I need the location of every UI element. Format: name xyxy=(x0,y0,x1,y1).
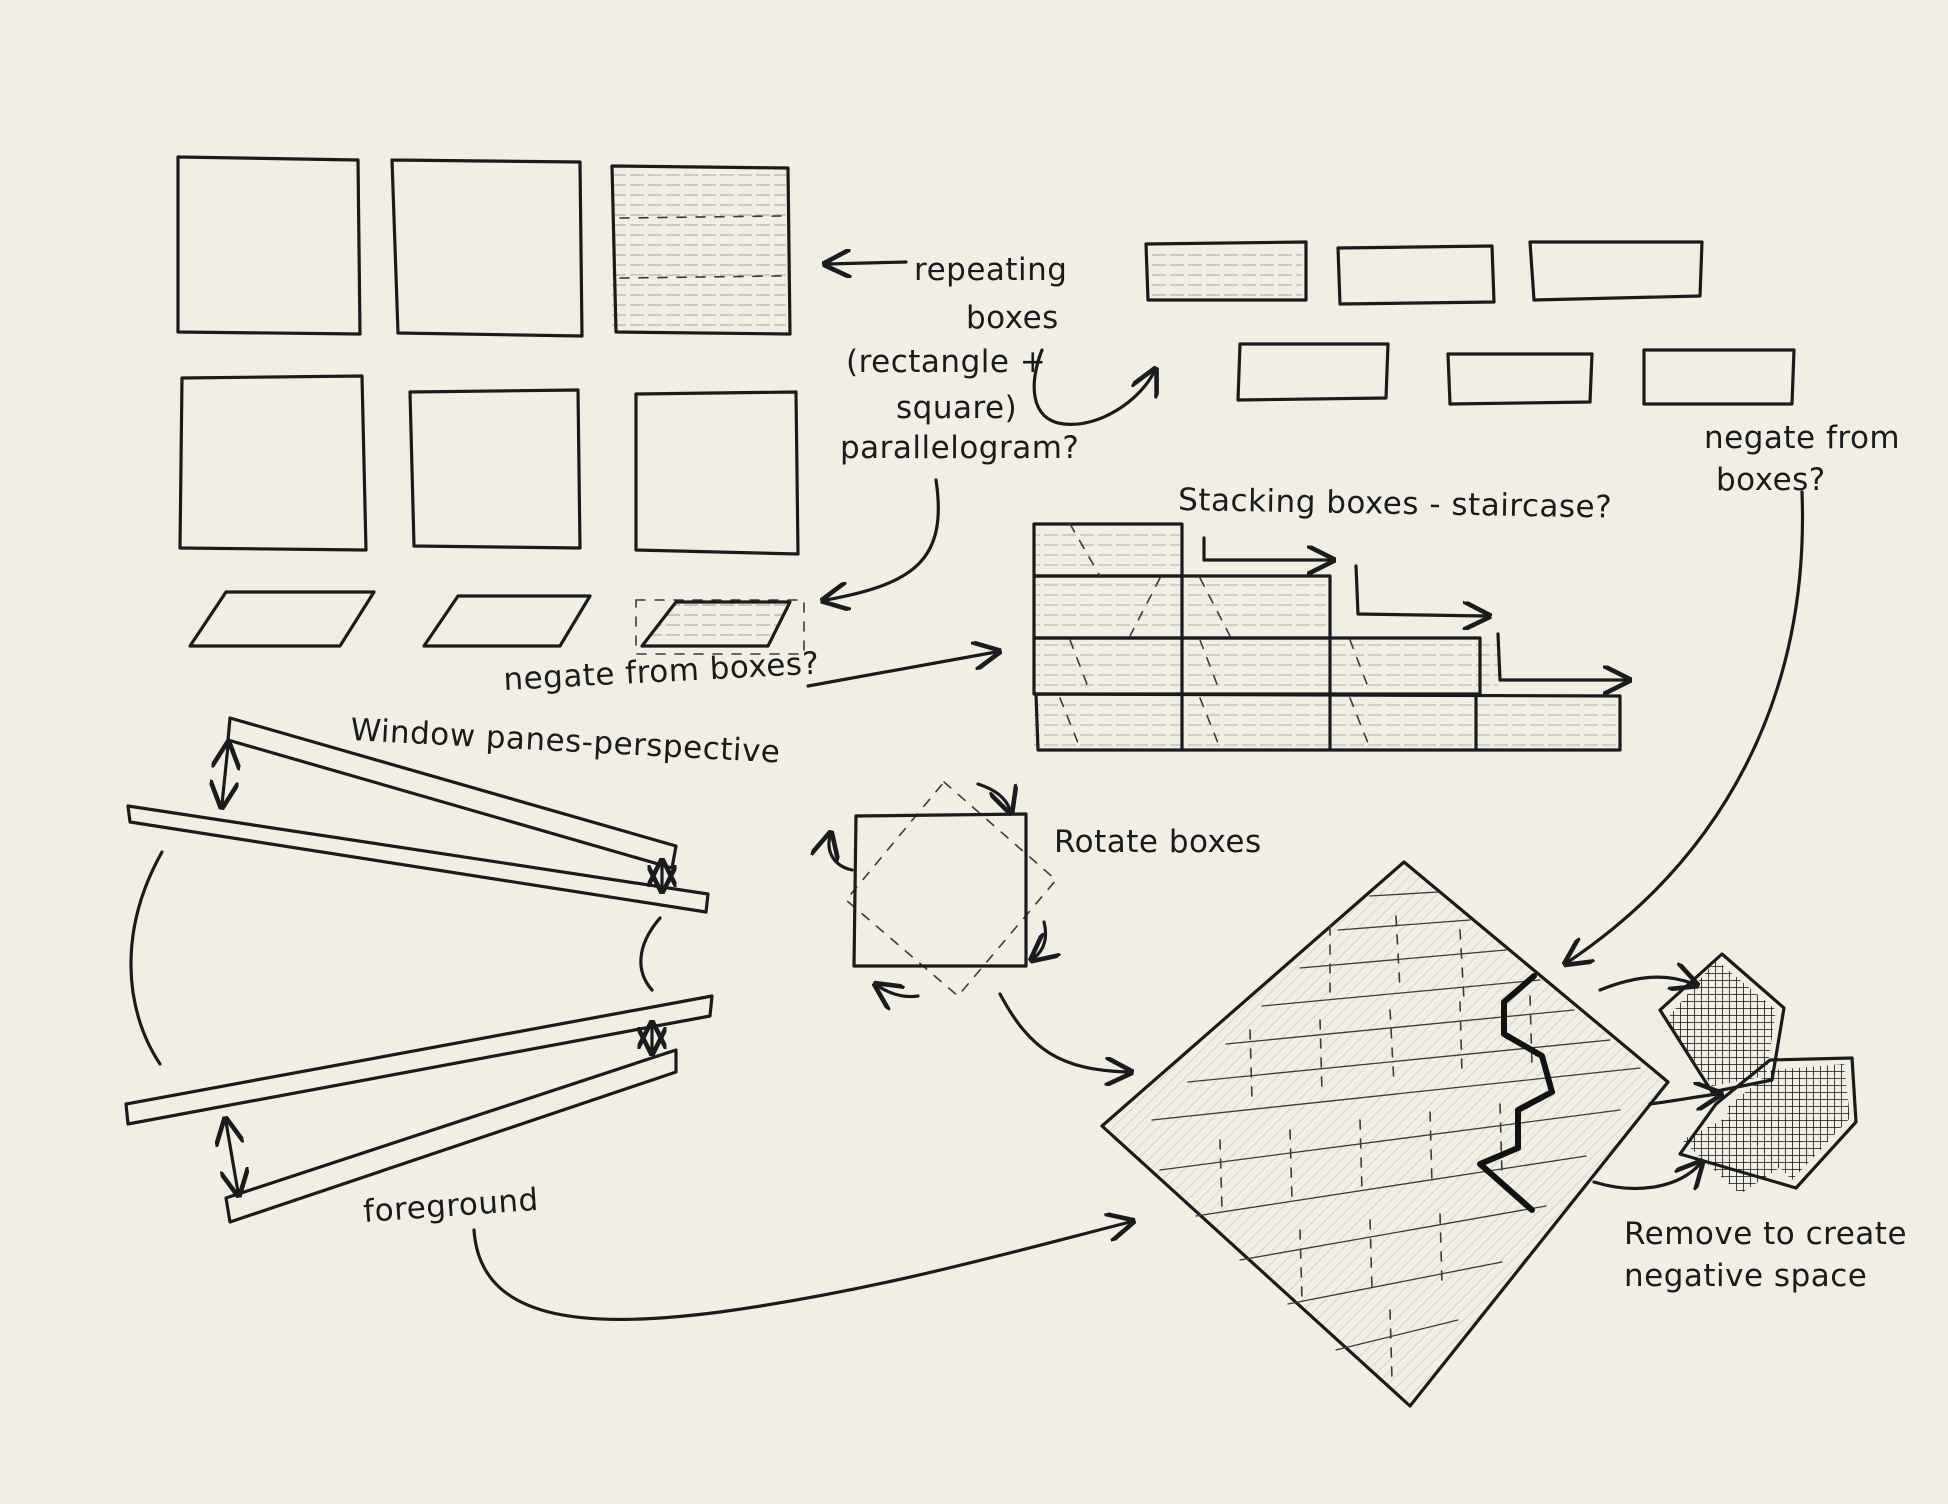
rectangle-rows xyxy=(1144,240,1796,406)
rectangle-box xyxy=(1642,348,1796,406)
square-box xyxy=(178,374,368,552)
square-box xyxy=(634,390,800,556)
square-box xyxy=(176,155,362,336)
annotation-line: square) xyxy=(896,390,1017,426)
square-box xyxy=(390,158,584,338)
annotation-line: boxes? xyxy=(1716,462,1826,498)
rotate-boxes xyxy=(829,780,1056,997)
annotation-remove: Remove to create negative space xyxy=(1624,1216,1907,1294)
annotation-negate-from-boxes-left: negate from boxes? xyxy=(503,645,821,698)
connector-arrows xyxy=(472,262,1805,1322)
annotation-repeating-boxes: repeating boxes (rectangle + square) par… xyxy=(840,252,1079,466)
square-box xyxy=(408,388,582,550)
rectangle-box-hatched xyxy=(1144,240,1308,302)
square-box-hatched xyxy=(610,164,792,336)
annotation-line: Remove to create xyxy=(1624,1216,1907,1252)
annotation-line: repeating xyxy=(914,252,1067,288)
annotation-line: negate from xyxy=(1704,420,1900,456)
window-panes xyxy=(124,716,714,1224)
rectangle-box xyxy=(1336,244,1496,306)
annotation-line: (rectangle + xyxy=(846,344,1046,380)
annotation-rotate-boxes: Rotate boxes xyxy=(1054,824,1262,860)
parallelogram-row xyxy=(188,590,805,655)
square-grid xyxy=(176,155,800,556)
tiled-diamond xyxy=(1100,860,1670,1408)
annotation-line: boxes xyxy=(966,300,1059,336)
parallelogram-box xyxy=(422,594,592,648)
annotation-foreground: foreground xyxy=(362,1182,540,1230)
annotation-window-panes: Window panes-perspective xyxy=(350,712,782,770)
rectangle-box xyxy=(1236,342,1390,402)
annotation-stacking-boxes: Stacking boxes - staircase? xyxy=(1178,482,1613,526)
annotation-negate-from-boxes-right: negate from boxes? xyxy=(1704,420,1900,498)
staircase-stack xyxy=(1032,522,1626,752)
parallelogram-box xyxy=(188,590,376,648)
parallelogram-box-hatched xyxy=(635,599,805,655)
rectangle-box xyxy=(1528,240,1704,302)
annotation-line: negative space xyxy=(1624,1258,1867,1294)
rectangle-box xyxy=(1446,352,1594,406)
annotation-line: parallelogram? xyxy=(840,430,1079,466)
removed-pieces xyxy=(1658,952,1858,1194)
